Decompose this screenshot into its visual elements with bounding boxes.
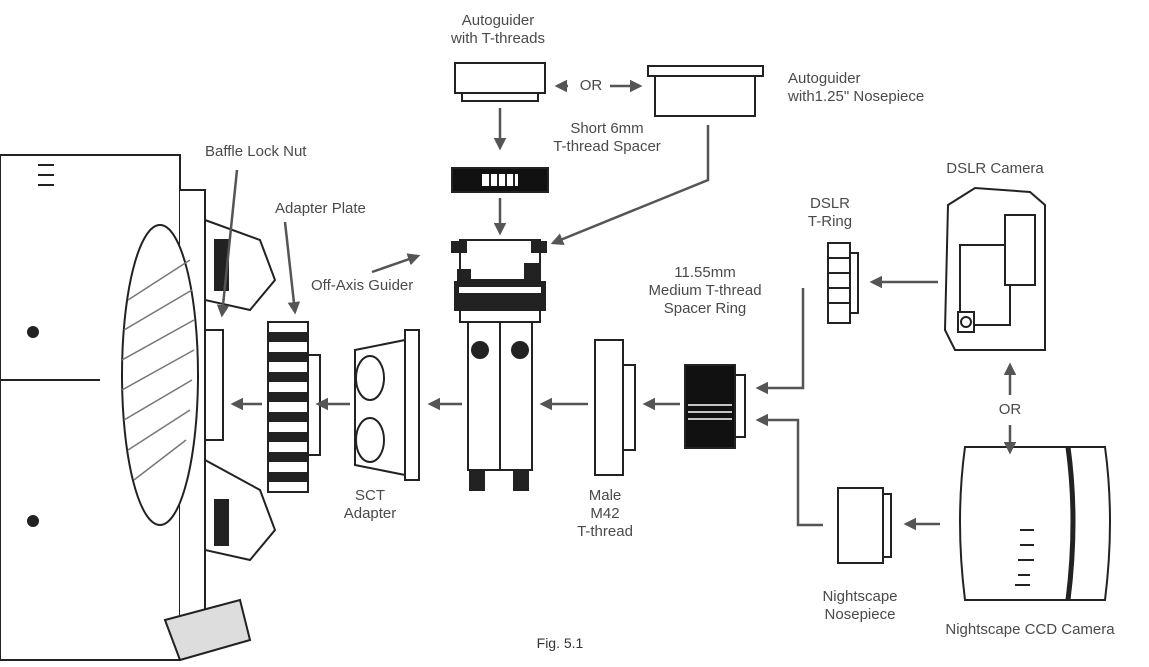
autoguider-nosepiece-part bbox=[648, 66, 763, 116]
label-medium-spacer-line2: Medium T-thread bbox=[620, 282, 790, 300]
nightscape-nosepiece-part bbox=[838, 488, 891, 563]
label-or-right: OR bbox=[993, 401, 1027, 419]
label-autoguider-t-threads: Autoguider with T-threads bbox=[428, 12, 568, 48]
label-medium-spacer-line3: Spacer Ring bbox=[620, 300, 790, 318]
sct-adapter-part bbox=[355, 330, 419, 480]
medium-spacer-part bbox=[685, 365, 745, 448]
label-sct-line1: SCT bbox=[330, 487, 410, 505]
dslr-camera-part bbox=[945, 188, 1045, 350]
label-autoguider-nose-line1: Autoguider bbox=[788, 70, 924, 88]
label-short-spacer-line1: Short 6mm bbox=[532, 120, 682, 138]
label-dslr-camera: DSLR Camera bbox=[920, 160, 1070, 178]
arrow-adapter-plate bbox=[285, 222, 295, 312]
label-dslr-ring-line2: T-Ring bbox=[790, 213, 870, 231]
label-autoguider-nose-line2: with1.25" Nosepiece bbox=[788, 88, 924, 106]
label-adapter-plate: Adapter Plate bbox=[275, 200, 366, 218]
label-dslr-t-ring: DSLR T-Ring bbox=[790, 195, 870, 231]
label-autoguider-nosepiece: Autoguider with1.25" Nosepiece bbox=[788, 70, 924, 106]
label-or-top: OR bbox=[576, 77, 606, 95]
label-autoguider-t-line1: Autoguider bbox=[428, 12, 568, 30]
telescope-body bbox=[0, 155, 275, 660]
short-spacer-part bbox=[452, 168, 548, 192]
autoguider-t-part bbox=[455, 63, 545, 101]
label-dslr-ring-line1: DSLR bbox=[790, 195, 870, 213]
label-nightscape-nosepiece: Nightscape Nosepiece bbox=[800, 588, 920, 624]
label-medium-spacer-line1: 11.55mm bbox=[620, 264, 790, 282]
figure-caption: Fig. 5.1 bbox=[520, 634, 600, 652]
label-autoguider-t-line2: with T-threads bbox=[428, 30, 568, 48]
label-male-m42: Male M42 T-thread bbox=[555, 487, 655, 541]
label-m42-line1: Male bbox=[555, 487, 655, 505]
dslr-t-ring-part bbox=[828, 243, 858, 323]
label-medium-spacer: 11.55mm Medium T-thread Spacer Ring bbox=[620, 264, 790, 318]
label-m42-line3: T-thread bbox=[555, 523, 655, 541]
label-off-axis-guider: Off-Axis Guider bbox=[311, 277, 413, 295]
label-nightscape-nose-line1: Nightscape bbox=[800, 588, 920, 606]
adapter-plate-part bbox=[268, 322, 320, 492]
label-sct-line2: Adapter bbox=[330, 505, 410, 523]
label-m42-line2: M42 bbox=[555, 505, 655, 523]
label-nightscape-ccd: Nightscape CCD Camera bbox=[925, 621, 1135, 639]
nightscape-ccd-part bbox=[960, 447, 1110, 600]
label-short-spacer: Short 6mm T-thread Spacer bbox=[532, 120, 682, 156]
arrow-nosepiece-to-spacer bbox=[758, 420, 823, 525]
label-short-spacer-line2: T-thread Spacer bbox=[532, 138, 682, 156]
male-m42-part bbox=[595, 340, 635, 475]
off-axis-guider-part bbox=[452, 240, 546, 490]
label-sct-adapter: SCT Adapter bbox=[330, 487, 410, 523]
label-baffle-lock-nut: Baffle Lock Nut bbox=[205, 143, 306, 161]
label-nightscape-nose-line2: Nosepiece bbox=[800, 606, 920, 624]
arrow-offaxis-label bbox=[372, 256, 418, 272]
